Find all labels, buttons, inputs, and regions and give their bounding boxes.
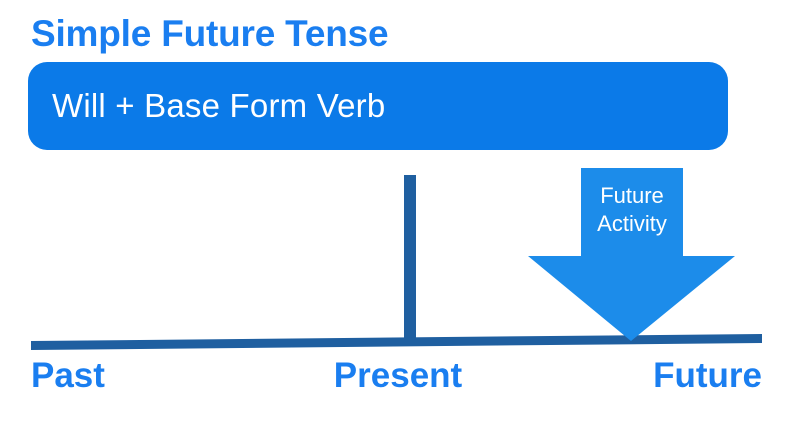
timeline-label-future: Future	[653, 356, 762, 395]
timeline-label-present: Present	[333, 356, 463, 395]
page-title: Simple Future Tense	[31, 13, 389, 54]
timeline-bar	[31, 334, 762, 350]
present-marker-line	[404, 175, 416, 343]
future-activity-label: Future Activity	[597, 183, 667, 236]
timeline-label-past: Past	[31, 356, 105, 395]
formula-text: Will + Base Form Verb	[52, 87, 386, 124]
formula-box: Will + Base Form Verb	[28, 62, 728, 150]
